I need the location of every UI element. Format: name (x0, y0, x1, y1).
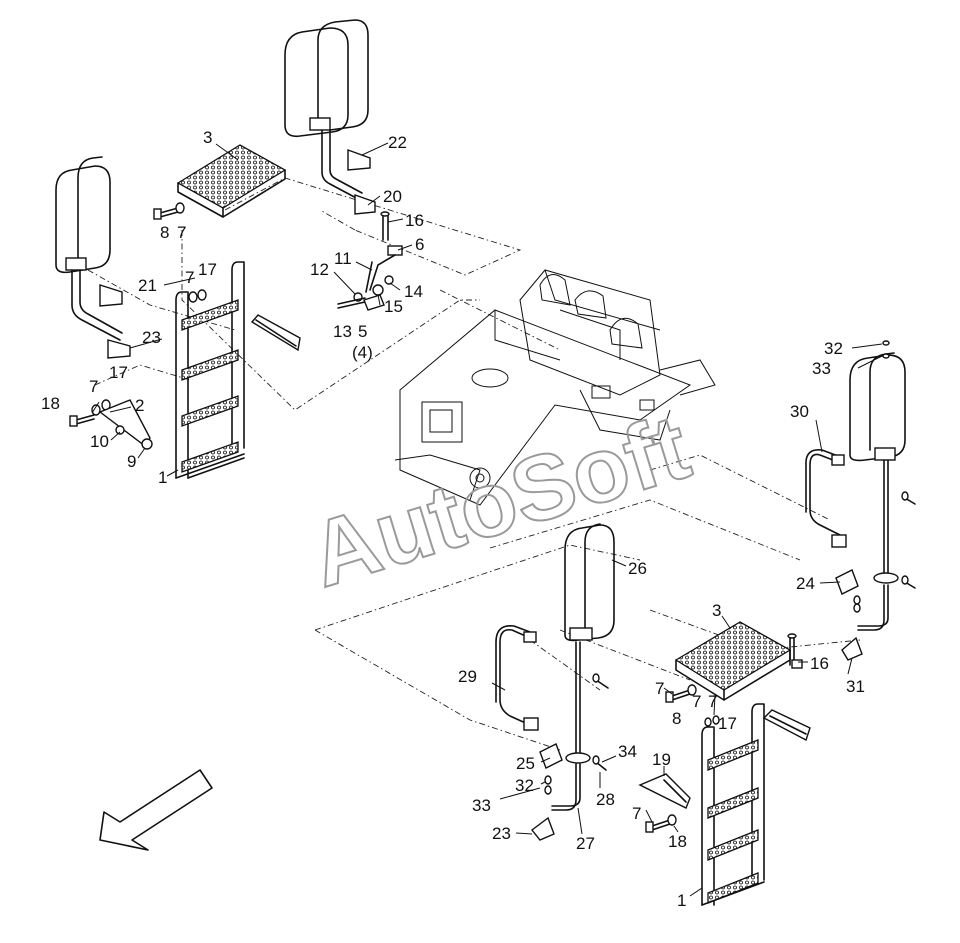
callout-1-bottom: 1 (677, 891, 686, 910)
handrail-29 (495, 625, 539, 731)
callout-26: 26 (628, 559, 647, 578)
callout-2: 2 (135, 396, 144, 415)
callout-17-upper: 17 (198, 260, 217, 279)
callout-17-left: 17 (109, 363, 128, 382)
callout-33-bottom: 33 (472, 796, 491, 815)
callout-14: 14 (404, 282, 423, 301)
callout-7-left: 7 (89, 377, 98, 396)
callout-1-left: 1 (158, 468, 167, 487)
callout-15: 15 (384, 297, 403, 316)
callout-31: 31 (846, 677, 865, 696)
leader-lines (91, 142, 883, 897)
callout-32-right: 32 (824, 339, 843, 358)
ladder-right (701, 703, 765, 906)
step-plate-top (176, 144, 287, 218)
pin-top (380, 211, 390, 241)
callout-7-upper: 7 (185, 268, 194, 287)
pin-bottom (787, 633, 803, 669)
washers-upper-left (188, 289, 207, 303)
bolt-washer-top-left (153, 202, 185, 220)
callout-32-bottom: 32 (515, 776, 534, 795)
handrail-right-main (849, 340, 906, 631)
callout-4: (4) (352, 343, 373, 362)
callout-30: 30 (790, 402, 809, 421)
callout-7-bottom-c: 7 (708, 692, 717, 711)
callout-19: 19 (652, 750, 671, 769)
callout-9: 9 (127, 452, 136, 471)
callout-18-bottom: 18 (668, 832, 687, 851)
callout-7-top: 7 (177, 223, 186, 242)
callout-7-bottom-b: 7 (692, 692, 701, 711)
callout-10: 10 (90, 432, 109, 451)
bracket-right-ladder (762, 709, 811, 742)
bracket-left-ladder (250, 314, 301, 352)
brackets-right (835, 491, 916, 661)
direction-arrow (99, 769, 213, 851)
callout-12: 12 (310, 260, 329, 279)
ladder-left (175, 261, 245, 479)
callout-3-bottom: 3 (712, 601, 721, 620)
handrail-30 (805, 448, 847, 548)
brackets-lower-middle (531, 673, 609, 841)
callout-21: 21 (138, 276, 157, 295)
callout-17-bottom: 17 (718, 714, 737, 733)
callout-34: 34 (618, 742, 637, 761)
callout-3-top: 3 (203, 128, 212, 147)
callout-23-top: 23 (142, 328, 161, 347)
callout-18-left: 18 (41, 394, 60, 413)
callout-8-bottom: 8 (672, 709, 681, 728)
callout-8-top: 8 (160, 223, 169, 242)
callout-23-bottom: 23 (492, 824, 511, 843)
callout-16-top: 16 (405, 211, 424, 230)
callout-numbers: 3 22 20 16 6 8 7 7 17 21 11 12 14 15 13 … (41, 128, 865, 910)
callout-22: 22 (388, 133, 407, 152)
handrail-26 (551, 523, 615, 811)
callout-29: 29 (458, 667, 477, 686)
machine-frame (394, 269, 716, 506)
handrail-left (55, 156, 131, 359)
callout-25: 25 (516, 754, 535, 773)
handrail-top (284, 19, 376, 215)
callout-27: 27 (576, 834, 595, 853)
bracket-19 (638, 773, 691, 809)
bolt-washer-18 (645, 814, 677, 833)
callout-16-bottom: 16 (810, 654, 829, 673)
bolt-washer-bottom (665, 684, 720, 727)
callout-6: 6 (415, 235, 424, 254)
callout-20: 20 (383, 187, 402, 206)
callout-7-bottom-a: 7 (655, 679, 664, 698)
callout-13: 13 (333, 322, 352, 341)
callout-5: 5 (358, 322, 367, 341)
callout-33-right: 33 (812, 359, 831, 378)
callout-28: 28 (596, 790, 615, 809)
callout-11: 11 (334, 249, 352, 268)
callout-7-bottom-d: 7 (632, 804, 641, 823)
callout-24: 24 (796, 574, 815, 593)
